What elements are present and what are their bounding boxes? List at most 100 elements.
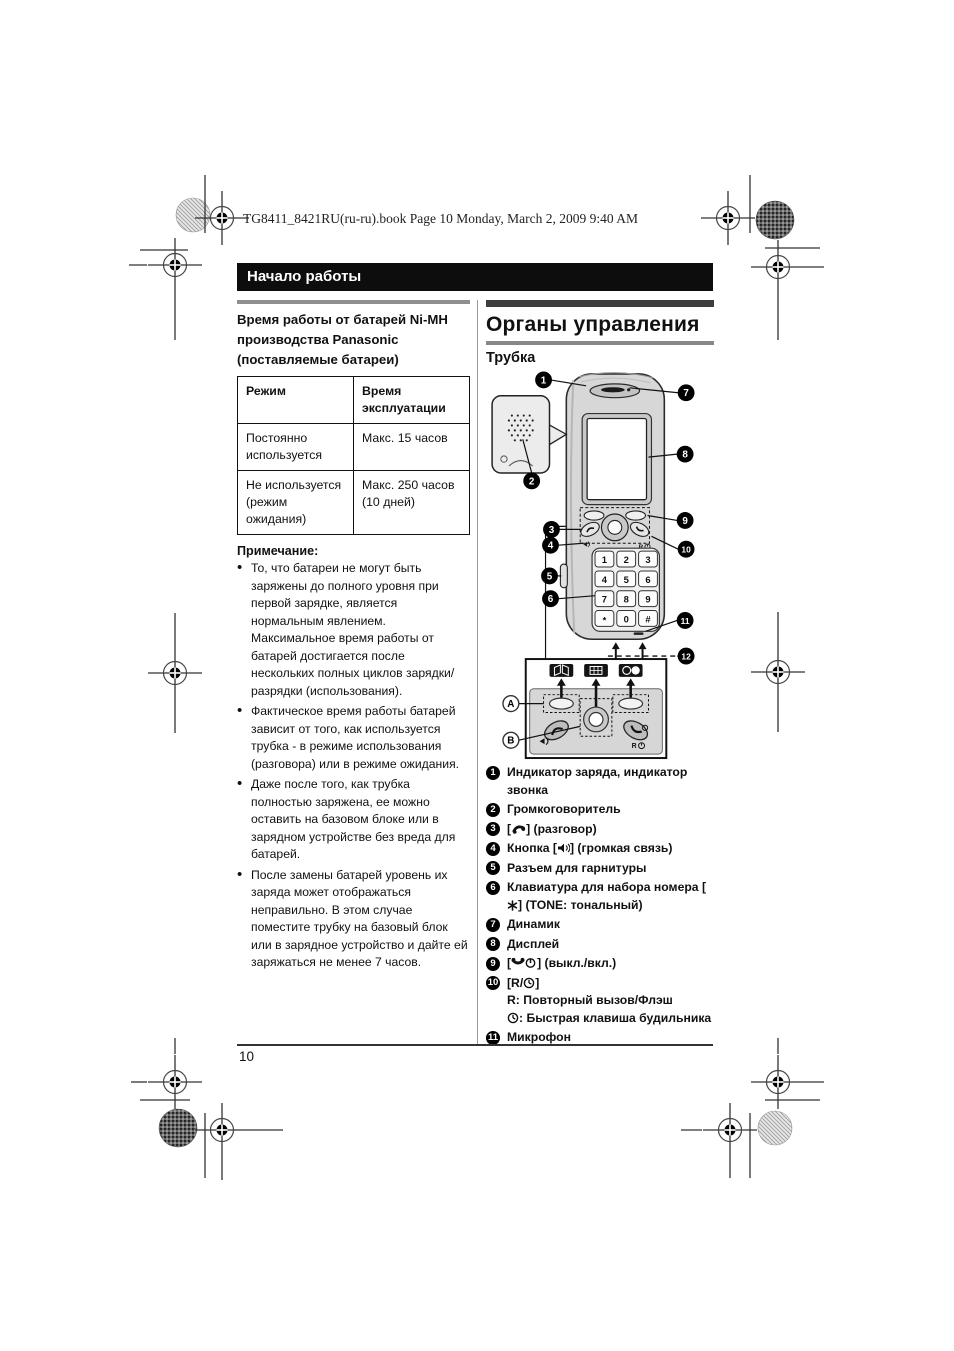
legend-item: 5 Разъем для гарнитуры	[486, 860, 714, 878]
legend-number: 10	[486, 976, 500, 990]
alarm-clock-icon	[507, 1012, 519, 1023]
speakerphone-mark	[539, 738, 545, 745]
svg-text:9: 9	[645, 594, 650, 605]
svg-text:11: 11	[681, 616, 690, 626]
svg-text:B: B	[507, 736, 514, 747]
svg-text:1: 1	[602, 554, 607, 565]
page-number: 10	[239, 1049, 255, 1064]
right-soft-key	[618, 697, 644, 710]
controls-title: Органы управления	[486, 313, 700, 336]
callout-5: 5	[541, 567, 558, 585]
callout-12: 12	[677, 647, 695, 665]
controls-section-rule	[486, 300, 714, 307]
legend-number: 8	[486, 937, 500, 951]
note-item: После замены батарей уровень их заряда м…	[237, 866, 470, 972]
legend-number: 1	[486, 765, 500, 780]
inset-label-a: A	[502, 694, 520, 713]
speakerphone-icon	[557, 843, 570, 853]
svg-text:4: 4	[548, 541, 554, 552]
legend-number: 2	[486, 802, 500, 817]
svg-text:7: 7	[602, 594, 607, 605]
svg-text:3: 3	[549, 525, 555, 536]
keypad-keys: 1 2 3 4 5 6 7 8 9 * 0 #	[594, 550, 658, 627]
callout-9: 9	[676, 512, 694, 529]
svg-text:12: 12	[681, 652, 691, 662]
right-column: Органы управления Трубка	[486, 300, 714, 1049]
callout-2: 2	[523, 472, 541, 490]
legend-number: 5	[486, 861, 500, 875]
controls-legend: 1 Индикатор заряда, индикатор звонка 2 Г…	[486, 764, 714, 1047]
keypad: 1 2 3 4 5 6 7 8 9 * 0 #	[591, 547, 660, 632]
svg-text:4: 4	[602, 574, 608, 585]
note-item: То, что батареи не могут быть заряжены д…	[237, 559, 470, 700]
table-row: Не используется (режим ожидания) Макс. 2…	[237, 470, 470, 535]
svg-text:2: 2	[529, 476, 535, 487]
legend-item: 11 Микрофон	[486, 1030, 571, 1045]
legend-item: 4 Кнопка [] (громкая связь)	[486, 840, 714, 858]
earpiece	[589, 383, 641, 399]
redial-icon	[618, 664, 643, 677]
legend-item: 2 Громкоговоритель	[486, 801, 714, 819]
legend-number: 3	[486, 822, 500, 836]
legend-number: 9	[486, 956, 500, 971]
power-off-icon	[511, 957, 536, 968]
svg-text:#: #	[645, 613, 651, 624]
handset-diagram: R	[491, 371, 695, 760]
svg-text:5: 5	[624, 574, 629, 585]
svg-text:*: *	[603, 614, 607, 625]
alarm-clock-icon	[523, 977, 535, 988]
off-key	[623, 720, 649, 741]
section-header-bar: Начало работы	[237, 263, 713, 291]
legend-number: 6	[486, 880, 500, 895]
legend-item: 10 [R/] R: Повторный вызов/Флэш : Быстра…	[486, 975, 714, 1028]
svg-text:1: 1	[541, 375, 547, 386]
legend-item: 8 Дисплей	[486, 936, 714, 954]
legend-number: 7	[486, 917, 500, 932]
table-header-row: Режим Время эксплуатации	[237, 376, 470, 424]
callout-11: 11	[676, 612, 694, 629]
svg-text:9: 9	[682, 516, 688, 527]
legend-number: 4	[486, 841, 500, 856]
charge-contact-arrows	[607, 642, 678, 660]
legend-item: 7 Динамик	[486, 916, 714, 934]
legend-subline: R: Повторный вызов/Флэш	[507, 993, 673, 1007]
callout-8: 8	[676, 445, 694, 463]
callout-4: 4	[542, 536, 559, 554]
legend-item: 9 [] (выкл./вкл.)	[486, 955, 714, 973]
table-cell: Не используется (режим ожидания)	[237, 470, 354, 535]
svg-text:0: 0	[624, 613, 629, 624]
table-cell: Макс. 250 часов (10 дней)	[353, 470, 470, 535]
battery-life-heading: Время работы от батарей Ni-MH производст…	[237, 312, 448, 367]
talk-icon	[512, 824, 526, 834]
callout-6: 6	[542, 590, 559, 608]
svg-text:3: 3	[645, 554, 650, 565]
talk-key	[543, 720, 569, 741]
legend-item: 1 Индикатор заряда, индикатор звонка	[486, 764, 714, 799]
table-cell: Макс. 15 часов	[353, 423, 470, 471]
svg-text:7: 7	[683, 388, 689, 399]
callout-10: 10	[677, 540, 695, 558]
callouts: 1 2 3 4 5 6 7 8 9 10 11 12	[522, 371, 695, 665]
note-title: Примечание:	[237, 544, 319, 558]
legend-subline: : Быстрая клавиша будильника	[507, 1010, 714, 1028]
inset-arrows	[556, 678, 636, 716]
svg-text:5: 5	[547, 571, 553, 582]
left-column-rule	[237, 300, 470, 304]
svg-text:A: A	[507, 699, 514, 710]
legend-item: 6 Клавиатура для набора номера [] (TONE:…	[486, 879, 714, 914]
print-job-header: TG8411_8421RU(ru-ru).book Page 10 Monday…	[243, 211, 638, 226]
table-row: Постоянно используется Макс. 15 часов	[237, 423, 470, 471]
joystick-button	[588, 711, 604, 727]
callout-1: 1	[535, 371, 552, 389]
microphone-slot	[633, 632, 644, 635]
controls-title-underline	[486, 341, 714, 345]
svg-text:6: 6	[548, 594, 554, 605]
footer-rule	[237, 1044, 713, 1046]
soft-keys-and-navigator: R	[579, 507, 651, 551]
svg-text:8: 8	[682, 450, 688, 461]
svg-text:8: 8	[624, 594, 629, 605]
display	[581, 412, 653, 506]
key-inset-box: R A B	[502, 658, 668, 760]
notes-list: То, что батареи не могут быть заряжены д…	[237, 559, 470, 972]
